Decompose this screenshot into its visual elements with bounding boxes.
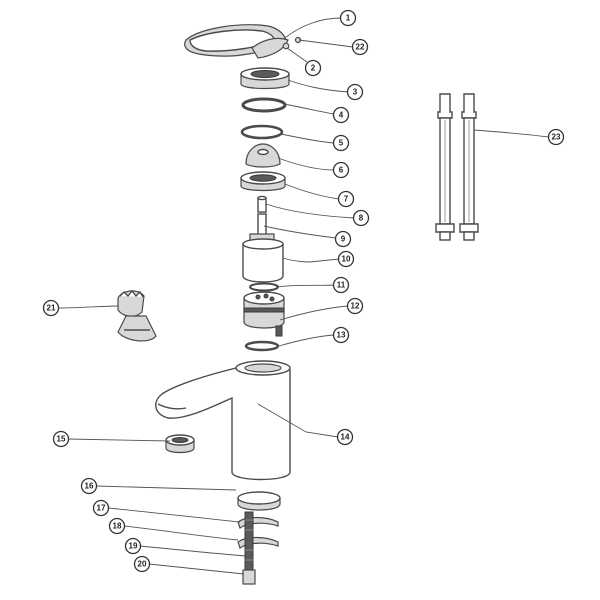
leader-lines xyxy=(57,17,550,575)
part-faucet-body xyxy=(155,360,291,481)
callout-6: 6 xyxy=(332,161,350,179)
callout-label: 21 xyxy=(47,304,56,313)
callout-4: 4 xyxy=(332,106,350,124)
callout-label: 4 xyxy=(339,111,344,120)
callout-label: 16 xyxy=(85,482,94,491)
part-lever-handle xyxy=(184,24,289,59)
callout-label: 3 xyxy=(353,88,358,97)
callout-2: 2 xyxy=(304,59,322,77)
callout-label: 5 xyxy=(339,139,344,148)
callout-label: 11 xyxy=(337,281,346,290)
callout-label: 2 xyxy=(311,64,316,73)
callout-22: 22 xyxy=(351,38,369,56)
part-cartridge xyxy=(242,213,284,283)
callout-label: 6 xyxy=(339,166,344,175)
part-threaded-rod xyxy=(244,511,254,571)
callout-15: 15 xyxy=(52,430,70,448)
callout-label: 7 xyxy=(344,195,349,204)
callout-13: 13 xyxy=(332,326,350,344)
callout-8: 8 xyxy=(352,209,370,227)
callout-21: 21 xyxy=(42,299,60,317)
callout-20: 20 xyxy=(133,555,151,573)
callout-11: 11 xyxy=(332,276,350,294)
part-pin xyxy=(257,195,267,213)
callout-17: 17 xyxy=(92,499,110,517)
part-nut-ring xyxy=(240,171,286,192)
part-spanner-tool xyxy=(117,289,157,342)
part-fixing-bracket xyxy=(237,516,279,549)
callout-label: 15 xyxy=(57,435,66,444)
callout-label: 1 xyxy=(346,14,351,23)
callout-label: 17 xyxy=(97,504,106,513)
part-nut xyxy=(242,569,256,585)
callout-9: 9 xyxy=(334,230,352,248)
callout-label: 8 xyxy=(359,214,364,223)
part-flexible-hoses xyxy=(435,93,479,241)
part-o-ring-5 xyxy=(240,124,284,140)
callout-label: 20 xyxy=(138,560,147,569)
part-cover-ring xyxy=(240,67,290,90)
callout-label: 18 xyxy=(113,522,122,531)
part-o-ring-4 xyxy=(241,97,287,113)
part-seal-ring xyxy=(249,282,279,292)
part-aerator xyxy=(165,434,195,454)
callout-label: 22 xyxy=(356,43,365,52)
callout-3: 3 xyxy=(346,83,364,101)
callout-1: 1 xyxy=(339,9,357,27)
callout-label: 14 xyxy=(341,433,350,442)
callout-16: 16 xyxy=(80,477,98,495)
part-o-ring-13 xyxy=(244,340,280,352)
callout-7: 7 xyxy=(337,190,355,208)
callout-label: 13 xyxy=(337,331,346,340)
callout-14: 14 xyxy=(336,428,354,446)
part-base-ring xyxy=(237,491,281,511)
part-disc xyxy=(243,291,285,329)
callout-5: 5 xyxy=(332,134,350,152)
part-spring xyxy=(275,325,283,337)
callout-12: 12 xyxy=(346,297,364,315)
callout-23: 23 xyxy=(547,128,565,146)
callout-label: 23 xyxy=(552,133,561,142)
callout-18: 18 xyxy=(108,517,126,535)
callout-label: 12 xyxy=(351,302,360,311)
part-dome xyxy=(245,143,281,168)
callout-label: 10 xyxy=(342,255,351,264)
callout-19: 19 xyxy=(124,537,142,555)
callout-label: 19 xyxy=(129,542,138,551)
callout-10: 10 xyxy=(337,250,355,268)
callout-label: 9 xyxy=(341,235,346,244)
